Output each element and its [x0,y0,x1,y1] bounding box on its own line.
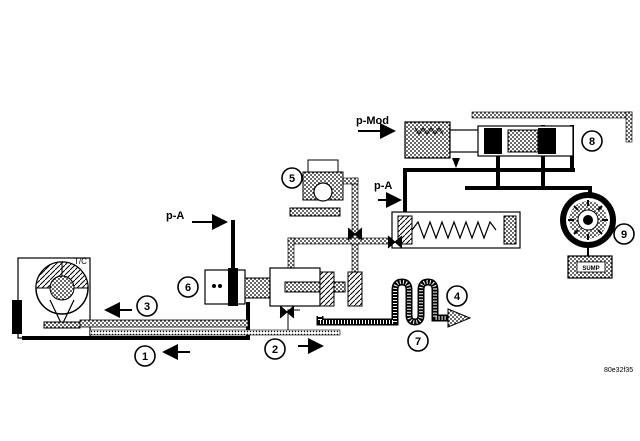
pmod-label: p-Mod [356,115,389,127]
svg-text:2: 2 [272,344,278,356]
orifice-marks [279,227,403,319]
callout-2: 2 [264,338,286,360]
figure-id: 80e32f35 [604,367,633,374]
svg-text:4: 4 [454,291,461,303]
svg-text:9: 9 [621,229,627,241]
pa-left-label: p-A [166,210,184,222]
right-spring-valve [391,211,521,249]
sump-label: SUMP [582,266,599,272]
callout-4: 4 [446,285,468,307]
torque-converter [12,257,91,339]
svg-text:3: 3 [144,301,150,313]
callout-7: 7 [407,330,429,352]
pa-right-label: p-A [374,180,392,192]
callout-3: 3 [136,295,158,317]
tc-label: T/C [74,257,87,266]
left-spool-valve [204,267,363,307]
hydraulic-lines [22,111,633,340]
pmod-valve [404,121,574,168]
flow-arrows [104,123,402,360]
callout-6: 6 [177,276,199,298]
svg-text:7: 7 [415,336,421,348]
callout-9: 9 [613,223,635,245]
svg-text:6: 6 [185,282,191,294]
callout-5: 5 [281,167,303,189]
callout-1: 1 [134,345,156,367]
svg-text:5: 5 [289,173,295,185]
svg-text:1: 1 [142,351,148,363]
oil-pump [560,192,616,248]
check-valve-5 [289,159,344,217]
sump [567,255,613,279]
callout-8: 8 [581,130,603,152]
svg-text:8: 8 [589,136,595,148]
